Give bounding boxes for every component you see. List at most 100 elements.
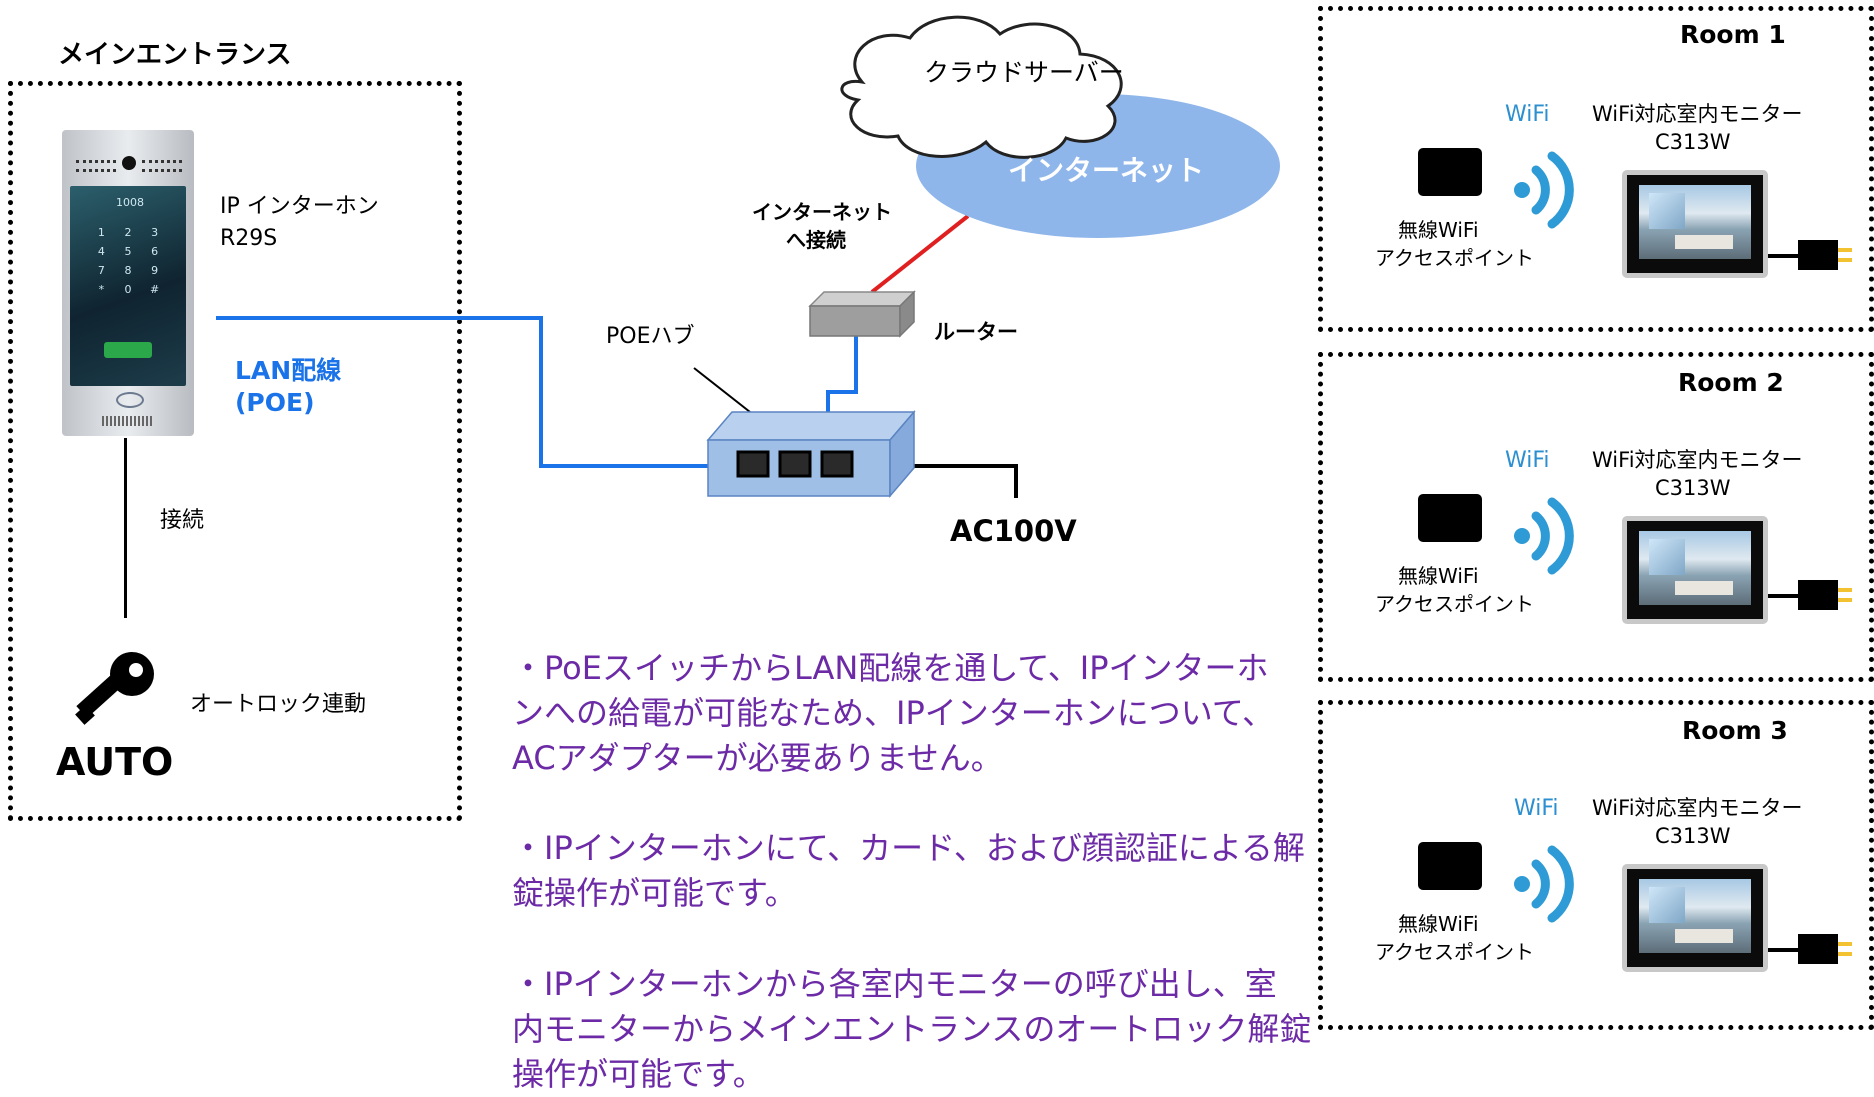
keypad-key: 9	[151, 264, 159, 277]
note-2-line-1: ・IPインターホンにて、カード、および顔認証による解	[512, 829, 1305, 867]
wifi-signal-icon	[1514, 845, 1574, 923]
note-3-line-1: ・IPインターホンから各室内モニターの呼び出し、室	[512, 965, 1277, 1003]
monitor-model: C313W	[1655, 476, 1731, 500]
keypad-key: 8	[124, 264, 132, 277]
indoor-monitor-icon	[1622, 864, 1768, 972]
keypad-key: 0	[124, 283, 132, 296]
monitor-model: C313W	[1655, 824, 1731, 848]
access-point-label-2: アクセスポイント	[1375, 246, 1534, 270]
note-2-line-2: 錠操作が可能です。	[512, 874, 797, 912]
entrance-title: メインエントランス	[58, 40, 292, 70]
power-adapter-icon	[1798, 934, 1838, 964]
autolock-connection-line	[124, 438, 127, 618]
wifi-label: WiFi	[1505, 102, 1550, 127]
power-adapter-icon	[1798, 240, 1838, 270]
intercom-device: 1008 1 2 3 4 5 6 7 8 9 * 0 #	[62, 130, 194, 436]
access-point-icon	[1418, 148, 1482, 196]
note-1-line-3: ACアダプターが必要ありません。	[512, 739, 1003, 777]
plug-prong	[1838, 258, 1852, 262]
power-label: AC100V	[950, 514, 1077, 548]
note-3-line-3: 操作が可能です。	[512, 1055, 765, 1093]
lan-label: LAN配線	[235, 356, 342, 385]
nfc-reader-icon	[116, 392, 144, 408]
indoor-monitor-icon	[1622, 170, 1768, 278]
room-box	[1318, 700, 1874, 1030]
connect-label: 接続	[160, 508, 205, 533]
note-1: ・PoEスイッチからLAN配線を通して、IPインターホ ンへの給電が可能なため、…	[512, 646, 1274, 781]
keypad-key: #	[150, 283, 160, 296]
room-box	[1318, 352, 1874, 682]
internet-connect-label: インターネット	[752, 200, 892, 224]
power-adapter-icon	[1798, 580, 1838, 610]
key-icon	[75, 652, 154, 725]
intercom-screen: 1008 1 2 3 4 5 6 7 8 9 * 0 #	[70, 186, 186, 386]
speaker-grille-bottom	[102, 416, 154, 426]
plug-prong	[1838, 248, 1852, 252]
keypad-key: 4	[97, 245, 105, 258]
plug-prong	[1838, 588, 1852, 592]
entrance-box	[8, 81, 462, 821]
keypad-key: 5	[124, 245, 132, 258]
router-label: ルーター	[934, 320, 1018, 344]
wifi-label: WiFi	[1505, 448, 1550, 473]
access-point-label: 無線WiFi	[1398, 218, 1479, 242]
wifi-signal-icon	[1514, 151, 1574, 229]
router-icon	[808, 290, 916, 338]
intercom-screen-number: 1008	[116, 196, 144, 209]
wifi-label: WiFi	[1514, 796, 1559, 821]
note-1-line-1: ・PoEスイッチからLAN配線を通して、IPインターホ	[512, 649, 1269, 687]
note-1-line-2: ンへの給電が可能なため、IPインターホンについて、	[512, 694, 1275, 732]
internet-cable	[870, 214, 970, 294]
access-point-label-2: アクセスポイント	[1375, 940, 1534, 964]
power-cable	[888, 464, 1018, 498]
access-point-icon	[1418, 494, 1482, 542]
plug-prong	[1838, 952, 1852, 956]
speaker-grille-top-right	[142, 160, 182, 172]
room-title: Room 2	[1678, 368, 1784, 397]
poe-hub-label: POEハブ	[606, 324, 695, 349]
internet-label: インターネット	[1008, 154, 1205, 187]
access-point-label: 無線WiFi	[1398, 912, 1479, 936]
intercom-model: R29S	[220, 226, 278, 251]
power-cord	[1768, 594, 1798, 598]
plug-prong	[1838, 942, 1852, 946]
power-cord	[1768, 948, 1798, 952]
monitor-label: WiFi対応室内モニター	[1592, 796, 1803, 820]
autolock-label: オートロック連動	[190, 692, 367, 717]
lan-poe-label: (POE)	[235, 388, 315, 417]
hub-label-pointer	[693, 367, 751, 413]
keypad-key: 7	[97, 264, 105, 277]
monitor-model: C313W	[1655, 130, 1731, 154]
speaker-grille-top	[76, 160, 116, 172]
room-title: Room 3	[1682, 716, 1788, 745]
keypad-key: 6	[151, 245, 159, 258]
call-button-icon	[104, 342, 152, 358]
camera-icon	[122, 156, 136, 170]
monitor-label: WiFi対応室内モニター	[1592, 102, 1803, 126]
keypad-key: 1	[97, 226, 105, 239]
keypad-key: *	[98, 283, 105, 296]
monitor-label: WiFi対応室内モニター	[1592, 448, 1803, 472]
internet-connect-label-2: へ接続	[786, 228, 846, 252]
indoor-monitor-icon	[1622, 516, 1768, 624]
keypad-key: 2	[124, 226, 132, 239]
room-title: Room 1	[1680, 20, 1786, 49]
access-point-label-2: アクセスポイント	[1375, 592, 1534, 616]
lan-cable	[216, 316, 736, 468]
intercom-label: IP インターホン	[220, 194, 379, 219]
power-cord	[1768, 254, 1798, 258]
plug-prong	[1838, 598, 1852, 602]
access-point-label: 無線WiFi	[1398, 564, 1479, 588]
note-2: ・IPインターホンにて、カード、および顔認証による解 錠操作が可能です。	[512, 826, 1305, 916]
cloud-label: クラウドサーバー	[924, 58, 1124, 87]
auto-label: AUTO	[56, 740, 174, 784]
note-3: ・IPインターホンから各室内モニターの呼び出し、室 内モニターからメインエントラ…	[512, 962, 1311, 1097]
cloud-icon	[840, 15, 1123, 159]
wifi-signal-icon	[1514, 497, 1574, 575]
note-3-line-2: 内モニターからメインエントランスのオートロック解錠	[512, 1010, 1312, 1048]
poe-hub-icon	[706, 409, 916, 499]
access-point-icon	[1418, 842, 1482, 890]
room-box	[1318, 6, 1874, 332]
keypad-key: 3	[151, 226, 159, 239]
